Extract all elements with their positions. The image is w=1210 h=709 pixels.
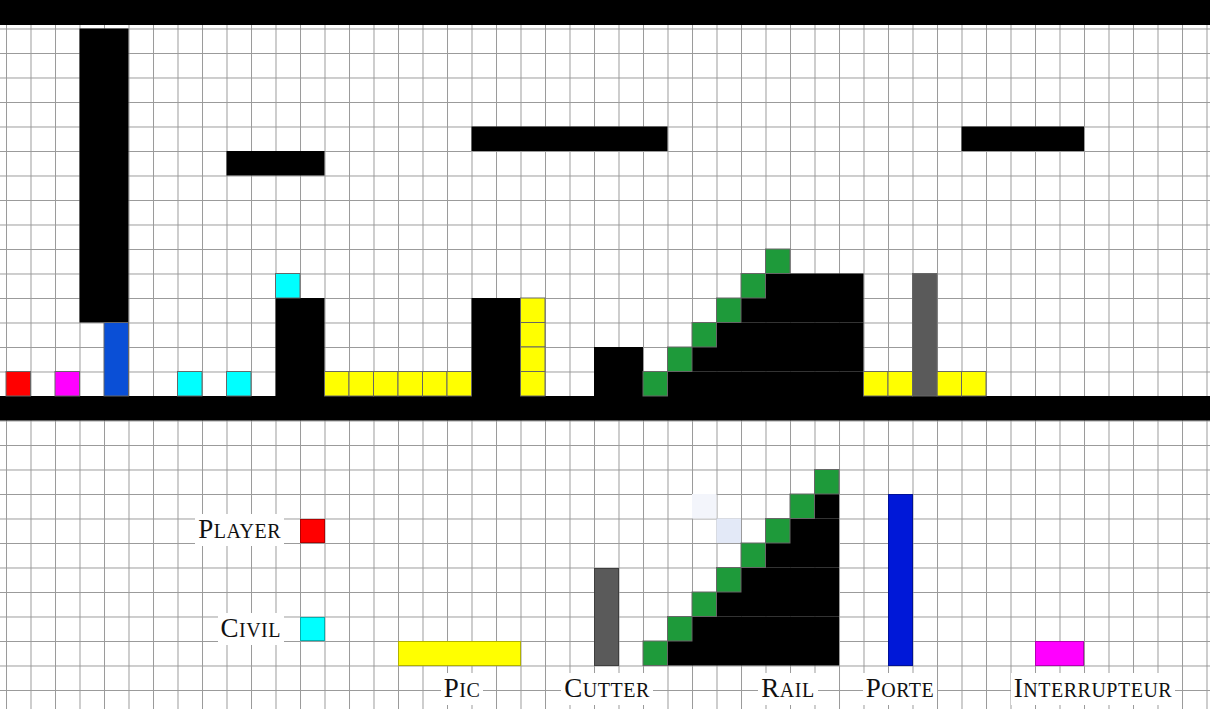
ceiling	[0, 0, 1210, 25]
legend-label: PORTE	[863, 673, 938, 704]
legend-label: INTERRUPTEUR	[1011, 673, 1175, 704]
legend-swatch	[594, 568, 619, 666]
rail-sample	[643, 470, 839, 666]
legend-label: CIVIL	[218, 613, 285, 644]
legend-swatch	[1035, 641, 1084, 666]
legend-swatch	[300, 519, 325, 544]
legend-swatch	[888, 494, 913, 666]
legend-swatch	[300, 617, 325, 642]
legend-label: PLAYER	[195, 514, 284, 545]
legend-swatch	[398, 641, 521, 666]
legend-label: RAIL	[758, 673, 817, 704]
legend-label: CUTTER	[561, 673, 652, 704]
legend-label: PIC	[441, 673, 484, 704]
level-tiles	[0, 29, 1210, 421]
